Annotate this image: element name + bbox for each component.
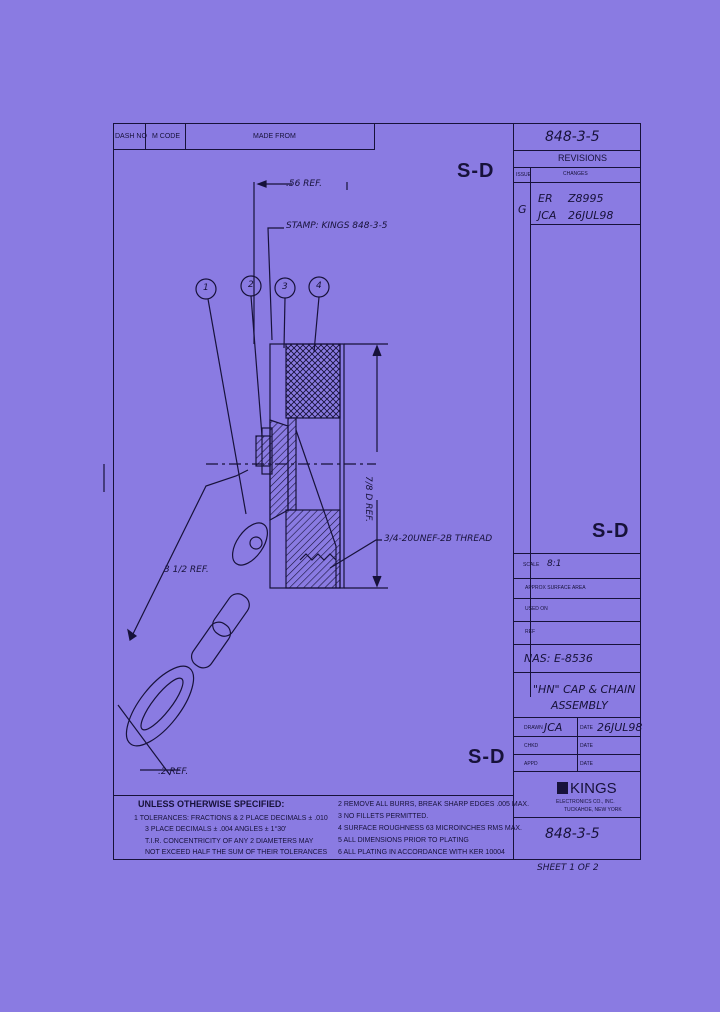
note-6: 6 ALL PLATING IN ACCORDANCE WITH KER 100… bbox=[338, 849, 505, 856]
drawing-sheet bbox=[113, 123, 641, 860]
nas-number: NAS: E-8536 bbox=[524, 652, 593, 665]
security-mark-top: S-D bbox=[457, 160, 495, 182]
header-row bbox=[113, 123, 375, 150]
security-mark-bottom: S-D bbox=[468, 746, 506, 768]
diameter-ref: 7/8 D REF. bbox=[363, 476, 373, 522]
ring-ref: .2 REF. bbox=[158, 767, 189, 777]
thread-spec: 3/4-20UNEF-2B THREAD bbox=[384, 534, 493, 544]
company-address: TUCKAHOE, NEW YORK bbox=[564, 807, 622, 813]
appd-date-label: DATE bbox=[580, 761, 593, 767]
made-from-label: MADE FROM bbox=[253, 133, 296, 140]
drawn-by: JCA bbox=[544, 721, 563, 734]
dim-top-ref: .56 REF. bbox=[286, 179, 322, 189]
revision-issue: G bbox=[518, 203, 527, 216]
chain-end-ring bbox=[125, 665, 195, 747]
chkd-date-label: DATE bbox=[580, 743, 593, 749]
security-mark-right: S-D bbox=[592, 520, 630, 542]
revision-line1-a: ER bbox=[538, 192, 553, 205]
title-line1: "HN" CAP & CHAIN bbox=[533, 683, 636, 696]
appd-label: APPD bbox=[524, 761, 538, 767]
note-5: 5 ALL DIMENSIONS PRIOR TO PLATING bbox=[338, 837, 469, 844]
title-line2: ASSEMBLY bbox=[551, 699, 608, 712]
company-name: KINGS bbox=[570, 780, 617, 797]
balloon-1-label: 1 bbox=[203, 283, 209, 293]
revision-line1-b: Z8995 bbox=[568, 192, 604, 205]
scale-value: 8:1 bbox=[547, 559, 562, 569]
company-subtitle: ELECTRONICS CO., INC. bbox=[556, 799, 615, 805]
chain-length-ref: 3 1/2 REF. bbox=[164, 565, 209, 575]
balloon-3-label: 3 bbox=[282, 282, 288, 292]
chain-link bbox=[212, 593, 250, 637]
revision-line2-b: 26JUL98 bbox=[568, 209, 614, 222]
notes-heading: UNLESS OTHERWISE SPECIFIED: bbox=[138, 799, 285, 809]
company-logo-icon bbox=[557, 782, 568, 794]
note-2: 2 REMOVE ALL BURRS, BREAK SHARP EDGES .0… bbox=[338, 801, 530, 808]
note-1d: NOT EXCEED HALF THE SUM OF THEIR TOLERAN… bbox=[145, 849, 328, 856]
drawn-date-label: DATE bbox=[580, 725, 593, 731]
changes-label: CHANGES bbox=[563, 171, 588, 177]
drawing-number-top: 848-3-5 bbox=[545, 129, 600, 145]
revisions-title: REVISIONS bbox=[558, 153, 608, 163]
stamp-note: STAMP: KINGS 848-3-5 bbox=[286, 221, 388, 231]
note-1c: T.I.R. CONCENTRICITY OF ANY 2 DIAMETERS … bbox=[145, 838, 314, 845]
balloon-2-label: 2 bbox=[248, 280, 254, 290]
ref-label: REF bbox=[525, 629, 535, 635]
used-on-label: USED ON bbox=[525, 606, 548, 612]
issue-label: ISSUE bbox=[516, 172, 532, 178]
dash-no-label: DASH NO bbox=[115, 133, 147, 140]
note-3: 3 NO FILLETS PERMITTED. bbox=[338, 813, 429, 820]
approx-area-label: APPROX SURFACE AREA bbox=[525, 585, 586, 591]
m-code-label: M CODE bbox=[152, 133, 180, 140]
note-4: 4 SURFACE ROUGHNESS 63 MICROINCHES RMS M… bbox=[338, 825, 522, 832]
note-1a: 1 TOLERANCES: FRACTIONS & 2 PLACE DECIMA… bbox=[134, 815, 328, 822]
revision-line2-a: JCA bbox=[538, 209, 557, 222]
balloon-1 bbox=[195, 278, 217, 300]
drawn-date: 26JUL98 bbox=[597, 721, 643, 734]
scale-label: SCALE bbox=[523, 562, 540, 568]
drawn-label: DRAWN bbox=[524, 725, 543, 731]
note-1b: 3 PLACE DECIMALS ± .004 ANGLES ± 1°30' bbox=[145, 826, 287, 833]
drawing-number: 848-3-5 bbox=[545, 826, 600, 842]
chain-ring bbox=[231, 522, 269, 566]
chkd-label: CHKD bbox=[524, 743, 539, 749]
sheet-number: SHEET 1 OF 2 bbox=[537, 863, 599, 873]
balloon-4-label: 4 bbox=[316, 281, 322, 291]
cap-knurl bbox=[285, 343, 341, 419]
